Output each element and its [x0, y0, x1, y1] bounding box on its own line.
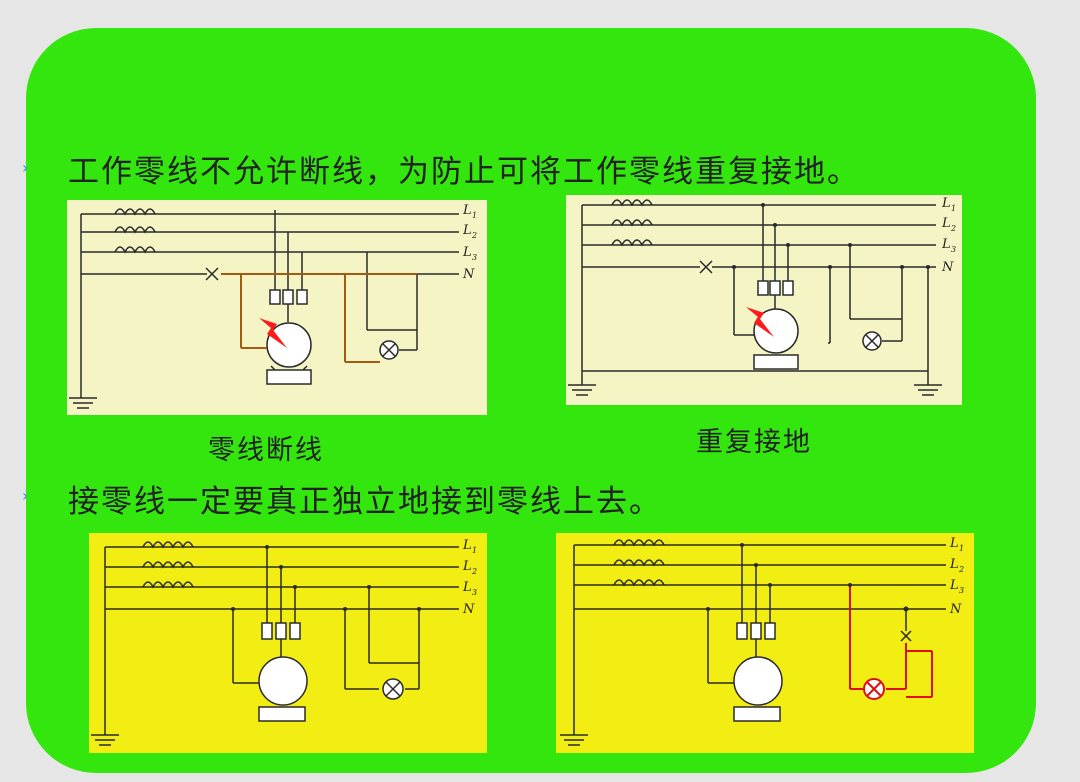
svg-text:1: 1 — [472, 546, 477, 555]
svg-text:3: 3 — [959, 586, 964, 595]
svg-text:3: 3 — [472, 588, 477, 597]
svg-text:3: 3 — [951, 245, 956, 254]
diagram-repeat-grounding: L 1 L 2 L 3 N — [566, 195, 962, 405]
svg-text:2: 2 — [471, 231, 477, 240]
label-l3: L — [949, 578, 959, 593]
heading-neutral-rule: 工作零线不允许断线，为防止可将工作零线重复接地。 — [68, 154, 860, 190]
label-n: N — [941, 260, 954, 275]
svg-text:1: 1 — [959, 544, 964, 553]
label-l1: L — [462, 203, 472, 218]
label-l1: L — [462, 538, 472, 553]
heading-independent-neutral: 接零线一定要真正独立地接到零线上去。 — [68, 484, 662, 520]
svg-text:1: 1 — [951, 204, 956, 213]
svg-text:2: 2 — [471, 567, 477, 576]
svg-text:1: 1 — [472, 211, 477, 220]
label-l3: L — [462, 245, 472, 260]
bullet-marker: › — [22, 486, 29, 505]
svg-text:2: 2 — [958, 565, 964, 574]
label-n: N — [462, 267, 475, 282]
diagram-incorrect-neutral-connection: L 1 L 2 L 3 N — [556, 533, 974, 753]
label-n: N — [462, 602, 475, 617]
label-l1: L — [949, 536, 959, 551]
bullet-marker: › — [22, 158, 29, 177]
svg-text:3: 3 — [472, 253, 477, 262]
caption-neutral-break: 零线断线 — [208, 435, 324, 466]
label-l2: L — [949, 557, 959, 572]
label-l3: L — [462, 580, 472, 595]
diagram-correct-neutral-connection: L 1 L 2 L 3 N — [89, 533, 487, 753]
label-l2: L — [941, 216, 951, 231]
svg-text:2: 2 — [950, 224, 956, 233]
label-l2: L — [462, 223, 472, 238]
label-l3: L — [941, 237, 951, 252]
label-l2: L — [462, 559, 472, 574]
caption-repeat-grounding: 重复接地 — [696, 427, 812, 458]
diagram-neutral-break: L 1 L 2 L 3 N — [67, 200, 487, 415]
label-l1: L — [941, 196, 951, 211]
label-n: N — [949, 602, 962, 617]
